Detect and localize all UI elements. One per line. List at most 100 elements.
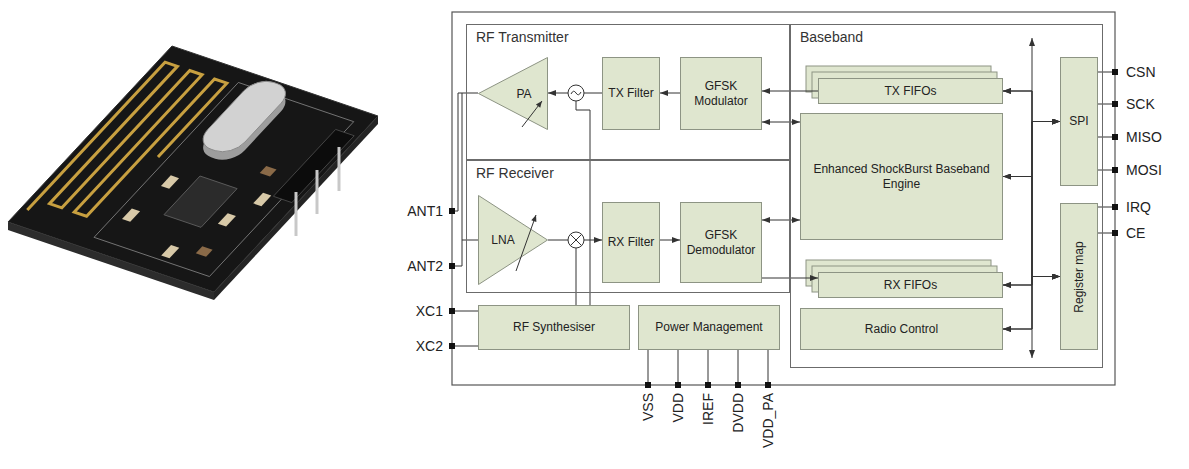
chip: [164, 176, 237, 227]
gain-arrowhead: [536, 101, 542, 108]
smd-part: [161, 175, 179, 188]
pin-name: XC2: [416, 338, 443, 354]
gain-arrowhead: [531, 215, 536, 222]
pin-square: [645, 382, 651, 388]
pin-name: VSS: [640, 393, 656, 421]
pin-square: [1112, 134, 1118, 140]
power-box: Power Management: [638, 305, 780, 350]
block-label: GFSK Modulator: [684, 79, 758, 109]
pin-name: MOSI: [1126, 162, 1162, 178]
pin-square: [449, 263, 455, 269]
header-pin: [295, 192, 298, 236]
block-label: RX Filter: [608, 235, 655, 250]
pin-name: VDD_PA: [760, 393, 776, 448]
signal-arrow: [762, 122, 800, 123]
block-label: Register map: [1072, 241, 1087, 312]
mixer-symbol: [568, 232, 584, 248]
block-label: Enhanced ShockBurst Baseband Engine: [804, 162, 999, 192]
region-box: RF TransmitterPA TX Filter GFSK Modulator: [466, 24, 790, 160]
fifo-box: TX FIFOs: [818, 78, 1003, 104]
pin-square: [1112, 167, 1118, 173]
synthesiser-box: RF Synthesiser: [478, 305, 630, 350]
amplifier-triangle: LNA: [478, 195, 548, 285]
interface-box: SPI: [1060, 57, 1098, 186]
register-box: Register map: [1060, 203, 1098, 350]
control-box: Radio Control: [800, 308, 1003, 350]
crystal: [195, 77, 294, 156]
block-label: TX FIFOs: [885, 84, 937, 99]
header-pin: [316, 170, 319, 214]
pin-name: IREF: [700, 393, 716, 425]
chip-outline: [452, 12, 1115, 385]
block-label: GFSK Demodulator: [684, 228, 758, 258]
triangle-outline: [478, 57, 548, 130]
pins: [449, 69, 1118, 388]
pcb-board: [8, 46, 378, 292]
smd-part: [122, 208, 140, 221]
pin-square: [449, 208, 455, 214]
header-pin: [338, 147, 341, 191]
region-box: Baseband TX FIFOsEnhanced ShockBurst Base…: [790, 24, 1103, 368]
power-wire: [708, 350, 709, 385]
pin-name: ANT2: [407, 258, 443, 274]
lo-wire: [576, 101, 590, 305]
pin-name: XC1: [416, 303, 443, 319]
crystal-wire: [452, 346, 478, 347]
pin-name: MISO: [1126, 129, 1162, 145]
power-wire: [768, 350, 769, 385]
power-wire: [648, 350, 649, 385]
pin-square: [1112, 69, 1118, 75]
engine-box: Enhanced ShockBurst Baseband Engine: [800, 113, 1003, 240]
smd-part: [161, 245, 179, 258]
block-label: LNA: [491, 233, 514, 247]
pin-square: [735, 382, 741, 388]
lo-wire: [576, 248, 577, 305]
antenna-wire: [462, 240, 478, 241]
crystal-wire: [452, 311, 478, 312]
signal-arrow: [660, 93, 680, 94]
block-label: SPI: [1069, 114, 1088, 129]
pin-name: ANT1: [407, 203, 443, 219]
region-heading: RF Transmitter: [476, 29, 569, 45]
pin-square: [1112, 204, 1118, 210]
pin-square: [449, 343, 455, 349]
block-label: RF Synthesiser: [513, 320, 595, 335]
power-wire: [678, 350, 679, 385]
fifo-box: RX FIFOs: [818, 272, 1003, 298]
signal-arrow: [660, 240, 680, 241]
oscillator-symbol: [568, 85, 584, 101]
pin-header: [273, 129, 354, 202]
pin-square: [1112, 230, 1118, 236]
wires: [452, 72, 1115, 385]
pin-name: IRQ: [1126, 199, 1151, 215]
smd-part: [253, 193, 271, 206]
antenna-wire: [452, 93, 478, 211]
region-box: RF ReceiverLNA RX Filter GFSK Demodulator: [466, 160, 790, 293]
block-label: TX Filter: [608, 86, 653, 101]
pin-square: [765, 382, 771, 388]
smd-part: [218, 213, 236, 226]
data-bus: [1032, 38, 1033, 358]
pin-name: SCK: [1126, 96, 1155, 112]
gain-arrow: [522, 101, 542, 127]
region-heading: Baseband: [800, 29, 863, 45]
region-heading: RF Receiver: [476, 165, 554, 181]
modulator-box: GFSK Modulator: [680, 57, 762, 130]
block-label: PA: [516, 87, 531, 101]
pin-name: DVDD: [730, 393, 746, 433]
block-label: Radio Control: [865, 322, 938, 337]
pin-square: [449, 308, 455, 314]
signal-arrow: [762, 220, 800, 221]
pin-name: VDD: [670, 393, 686, 423]
pin-name: CSN: [1126, 64, 1156, 80]
amplifier-triangle: PA: [478, 57, 548, 130]
pin-square: [705, 382, 711, 388]
smd-part: [260, 166, 277, 177]
filter-box: TX Filter: [602, 57, 660, 130]
gain-arrow: [516, 215, 536, 271]
power-wire: [738, 350, 739, 385]
smd-part: [196, 246, 213, 257]
